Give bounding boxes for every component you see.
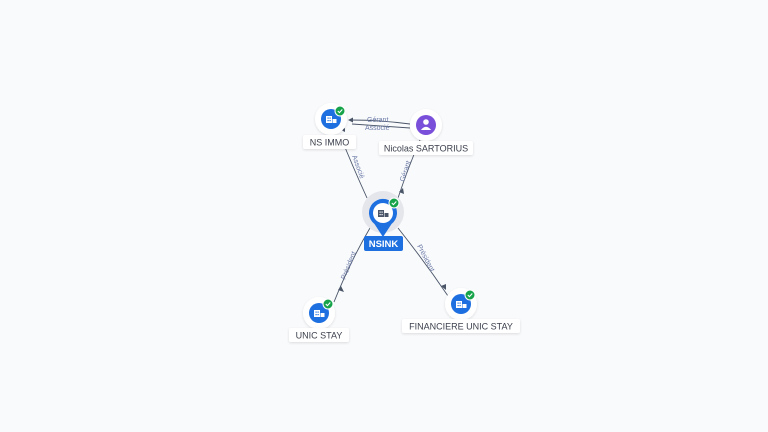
center-label: NSINK	[369, 239, 399, 250]
node-unic-stay[interactable]: UNIC STAY	[289, 297, 349, 342]
person-icon	[420, 119, 432, 130]
edge-nicolas-ns-immo-gerant[interactable]	[349, 119, 411, 125]
node-label-box	[303, 135, 356, 149]
node-financiere-unic-stay[interactable]: FINANCIERE UNIC STAY	[402, 288, 520, 333]
verified-check-icon	[334, 105, 346, 117]
building-icon	[314, 310, 325, 317]
node-label: NS IMMO	[310, 137, 350, 147]
node-nicolas-sartorius[interactable]: Nicolas SARTORIUS	[379, 109, 473, 155]
building-icon	[326, 116, 337, 123]
arrow-icon	[399, 188, 404, 194]
node-ns-immo[interactable]: NS IMMO	[303, 103, 356, 149]
edge-label-gerant: Gérant	[367, 117, 388, 124]
edge-nsink-unic-stay[interactable]	[333, 227, 371, 303]
node-label: Nicolas SARTORIUS	[384, 143, 468, 153]
center-label-box	[364, 236, 403, 251]
node-label-box	[289, 328, 349, 342]
edge-label-president-right: Président	[415, 244, 435, 273]
arrow-icon	[341, 128, 345, 132]
node-label: FINANCIERE UNIC STAY	[409, 321, 513, 331]
arrow-icon	[338, 286, 344, 292]
node-label-box	[379, 141, 473, 155]
node-disc	[416, 115, 436, 135]
arrow-heads	[338, 117, 446, 292]
edge-nsink-financiere[interactable]	[397, 227, 449, 297]
arrow-icon	[348, 117, 353, 123]
verified-check-icon	[464, 289, 476, 301]
node-nsink-center[interactable]: NSINK	[362, 191, 404, 251]
edge-label-associe-vertical: Associé	[350, 154, 365, 180]
edge-label-president-left: Président	[340, 251, 358, 281]
edge-label-associe: Associé	[365, 125, 390, 132]
edge-nicolas-ns-immo-associe[interactable]	[351, 123, 411, 129]
node-label: UNIC STAY	[296, 330, 343, 340]
node-label-box	[402, 319, 520, 333]
building-icon	[378, 210, 389, 217]
building-icon	[456, 301, 467, 308]
edge-label-gerant-vertical: Gérant	[399, 160, 412, 183]
verified-check-icon	[388, 197, 400, 209]
verified-check-icon	[322, 298, 334, 310]
arrow-icon	[441, 284, 446, 290]
